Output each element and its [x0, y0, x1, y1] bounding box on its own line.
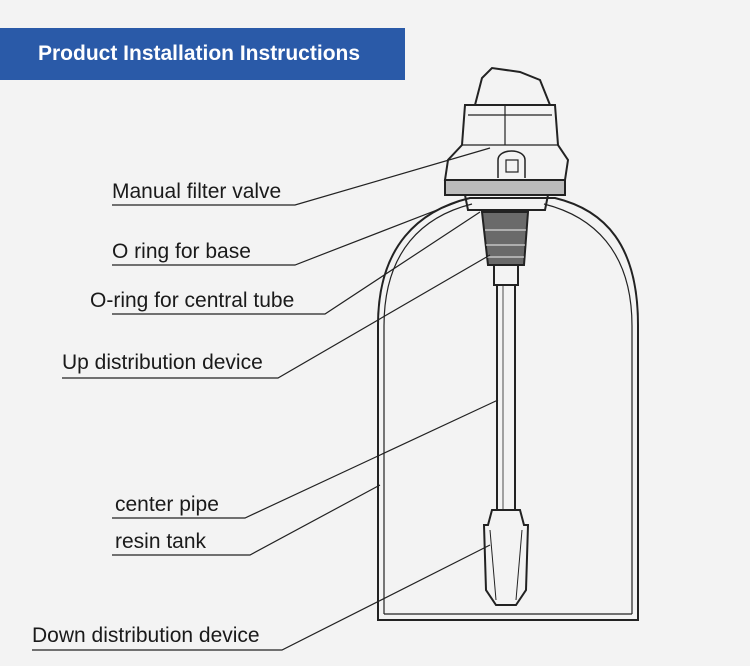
label-manual-filter-valve: Manual filter valve — [112, 180, 282, 203]
label-center-pipe: center pipe — [115, 493, 219, 516]
leader-o-ring-base — [112, 197, 469, 266]
label-o-ring-base: O ring for base — [112, 240, 251, 263]
leader-down-distribution — [32, 544, 491, 651]
page-title: Product Installation Instructions — [38, 42, 361, 65]
valve-base-ring — [444, 179, 566, 196]
resin-tank-outline — [377, 197, 639, 621]
label-o-ring-tube: O-ring for central tube — [90, 289, 295, 312]
label-up-distribution: Up distribution device — [62, 351, 263, 374]
leader-center-pipe — [112, 399, 499, 519]
up-distributor — [480, 211, 530, 266]
label-resin-tank: resin tank — [115, 530, 207, 553]
label-down-distribution: Down distribution device — [32, 624, 260, 647]
down-distributor — [482, 509, 530, 606]
leader-o-ring-tube — [112, 211, 481, 315]
title-banner: Product Installation Instructions — [0, 28, 405, 80]
leader-manual-filter-valve — [112, 147, 491, 206]
leader-resin-tank — [112, 484, 381, 556]
valve-cap — [473, 66, 552, 106]
leader-up-distribution — [62, 254, 491, 379]
